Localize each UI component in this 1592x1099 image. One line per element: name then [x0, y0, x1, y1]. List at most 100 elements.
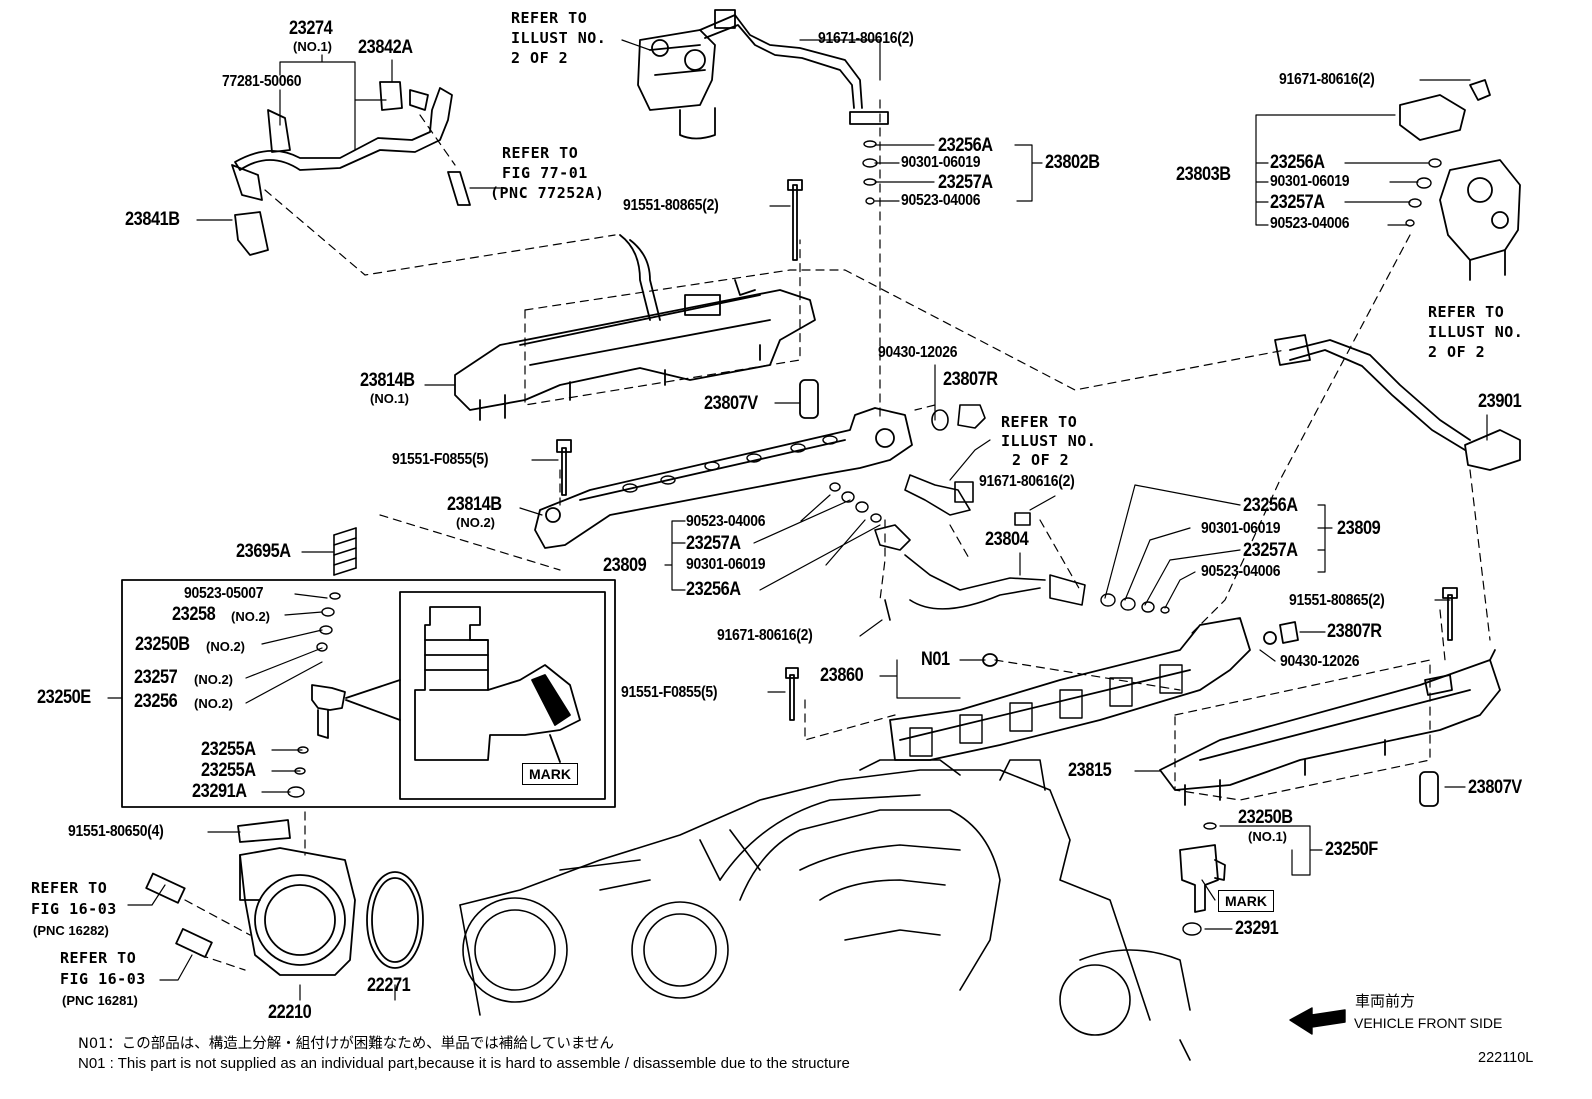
ref-illust-center-line3: 2 OF 2 — [1012, 451, 1070, 469]
ref-fig16b-line1: REFER TO — [60, 949, 137, 967]
fuel-rail-no2 — [534, 407, 913, 549]
label-23814B-no2-sub: (NO.2) — [456, 515, 495, 530]
label-23250B-no1-sub: (NO.1) — [1248, 829, 1287, 844]
label-23250B-no1: 23250B — [1238, 807, 1293, 828]
label-23807R-right: 23807R — [1327, 621, 1382, 642]
label-23257A-right: 23257A — [1270, 192, 1325, 213]
label-23256A-top: 23256A — [938, 135, 993, 156]
label-91671-center: 91671-80616(2) — [979, 473, 1075, 490]
mark-label-1: MARK — [522, 763, 578, 785]
label-23250F: 23250F — [1325, 839, 1378, 860]
ref-fig16a-line1: REFER TO — [31, 879, 108, 897]
ref-fig16a-line3: (PNC 16282) — [33, 923, 109, 938]
fuel-tube-23274 — [231, 81, 471, 256]
label-91551-F0855-top: 91551-F0855(5) — [392, 451, 489, 468]
washers — [287, 140, 1442, 936]
label-23256A-mid: 23256A — [1243, 495, 1298, 516]
injector-box — [121, 579, 616, 808]
ref-fig16a-line2: FIG 16-03 — [31, 900, 117, 918]
delivery-pipe-23860 — [785, 617, 1299, 761]
note-en: N01 : This part is not supplied as an in… — [78, 1055, 850, 1072]
label-90430-top: 90430-12026 — [878, 344, 958, 361]
label-23291: 23291 — [1235, 918, 1279, 939]
label-23804: 23804 — [985, 529, 1029, 550]
label-23255A-1: 23255A — [201, 739, 256, 760]
label-23809-left: 23809 — [603, 555, 647, 576]
leader-lines — [107, 39, 1488, 1001]
diagram-id: 222110L — [1478, 1050, 1534, 1066]
label-23860: 23860 — [820, 665, 864, 686]
label-90430-right: 90430-12026 — [1280, 653, 1360, 670]
label-91551-80650: 91551-80650(4) — [68, 823, 164, 840]
intake-manifold — [459, 759, 1191, 1061]
label-90523-05007: 90523-05007 — [184, 585, 264, 602]
label-90523-mid: 90523-04006 — [1201, 563, 1281, 580]
label-23802B: 23802B — [1045, 152, 1100, 173]
front-arrow-icon — [1289, 1007, 1346, 1035]
label-23257A-top: 23257A — [938, 172, 993, 193]
label-91551-80865-top: 91551-80865(2) — [623, 197, 719, 214]
label-23814B-no1-sub: (NO.1) — [370, 391, 409, 406]
gasket-22271 — [366, 871, 424, 969]
pressure-sensor — [874, 404, 1086, 621]
front-label-en: VEHICLE FRONT SIDE — [1354, 1015, 1503, 1031]
label-90301-mid: 90301-06019 — [1201, 520, 1281, 537]
label-23842A: 23842A — [358, 37, 413, 58]
label-23291A: 23291A — [192, 781, 247, 802]
label-23258-sub: (NO.2) — [231, 609, 270, 624]
dashed-lines — [184, 99, 1491, 971]
fuel-tube-23901 — [1274, 334, 1521, 471]
label-23257-no2-sub: (NO.2) — [194, 672, 233, 687]
label-23256A-right: 23256A — [1270, 152, 1325, 173]
fuel-rail-no1 — [454, 179, 819, 421]
label-23807V-right: 23807V — [1468, 777, 1522, 798]
label-91671-bottom: 91671-80616(2) — [717, 627, 813, 644]
label-23250E: 23250E — [37, 687, 91, 708]
ref-fig16b-line3: (PNC 16281) — [62, 993, 138, 1008]
note-jp: N01：この部品は、構造上分解・組付けが困難なため、単品では補給していません — [78, 1036, 614, 1052]
label-23274: 23274 — [289, 18, 333, 39]
label-23250B-no2: 23250B — [135, 634, 190, 655]
label-23809-right: 23809 — [1337, 518, 1381, 539]
label-23257A-left: 23257A — [686, 533, 741, 554]
ref-illust-right-line1: REFER TO — [1428, 303, 1505, 321]
ref-illust-top-line2: ILLUST NO. — [511, 29, 607, 47]
label-22271: 22271 — [367, 975, 411, 996]
label-23250B-no2-sub: (NO.2) — [206, 639, 245, 654]
label-23256-no2: 23256 — [134, 691, 178, 712]
mark-label-2: MARK — [1218, 890, 1274, 912]
label-23807V-top: 23807V — [704, 393, 758, 414]
label-90301-right: 90301-06019 — [1270, 173, 1350, 190]
label-90301-left: 90301-06019 — [686, 556, 766, 573]
label-22210: 22210 — [268, 1002, 312, 1023]
label-23257A-mid: 23257A — [1243, 540, 1298, 561]
label-23807R-top: 23807R — [943, 369, 998, 390]
label-90301-top: 90301-06019 — [901, 154, 981, 171]
ref-fig77-line2: FIG 77-01 — [502, 164, 588, 182]
label-23256A-left: 23256A — [686, 579, 741, 600]
fuel-rail-23815 — [1159, 587, 1501, 807]
ref-fig16b-line2: FIG 16-03 — [60, 970, 146, 988]
fuel-pump-right — [1399, 79, 1521, 281]
label-91551-F0855-bottom: 91551-F0855(5) — [621, 684, 718, 701]
ref-illust-right-line3: 2 OF 2 — [1428, 343, 1486, 361]
label-91551-80865-right: 91551-80865(2) — [1289, 592, 1385, 609]
fuel-pump-top — [637, 9, 889, 140]
label-90523-left: 90523-04006 — [686, 513, 766, 530]
throttle-body — [145, 819, 356, 976]
label-23815: 23815 — [1068, 760, 1112, 781]
label-90523-right: 90523-04006 — [1270, 215, 1350, 232]
label-23258: 23258 — [172, 604, 216, 625]
front-label-jp: 車両前方 — [1355, 992, 1416, 1010]
ref-illust-right-line2: ILLUST NO. — [1428, 323, 1524, 341]
label-23841B: 23841B — [125, 209, 180, 230]
ref-illust-top-line1: REFER TO — [511, 9, 588, 27]
ref-illust-center-line1: REFER TO — [1001, 413, 1078, 431]
label-N01: N01 — [921, 649, 950, 670]
ref-fig77-line1: REFER TO — [502, 144, 579, 162]
label-23814B-no1: 23814B — [360, 370, 415, 391]
label-23901: 23901 — [1478, 391, 1522, 412]
spring-23695A — [333, 527, 357, 576]
